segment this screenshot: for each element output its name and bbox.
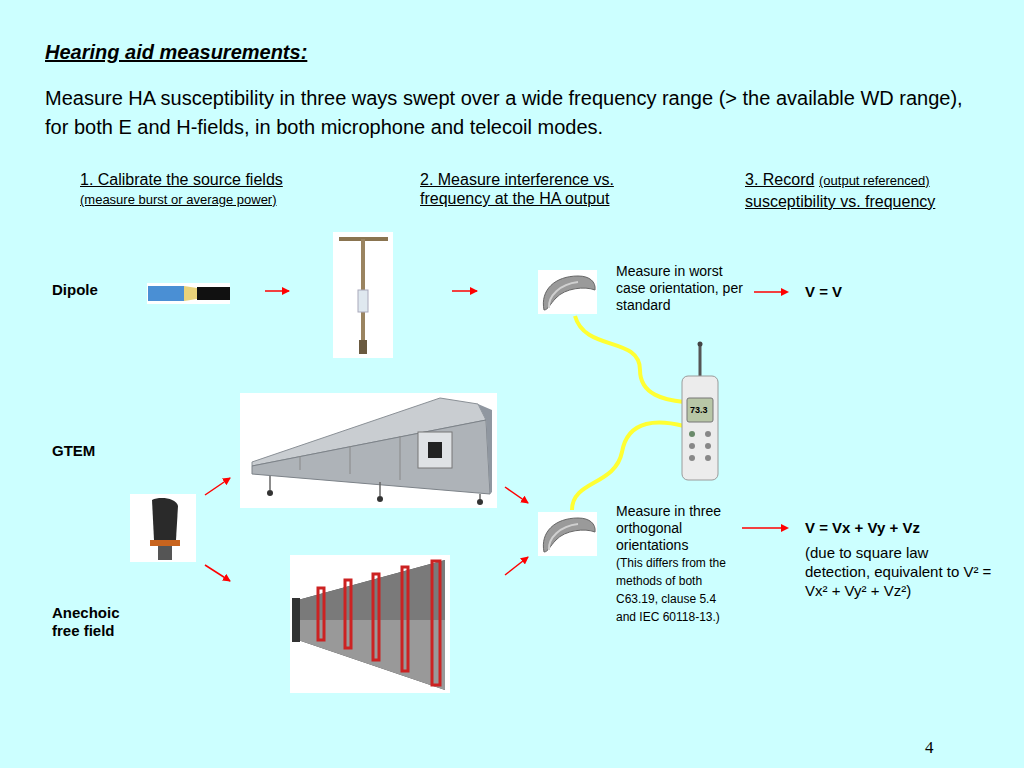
sound-level-meter [682,342,718,481]
audio-cable [572,316,684,510]
step-text: V = Vx + Vy + Vz [805,519,993,537]
gtem-cell [400,436,401,480]
column-note: (measure burst or average power) [80,192,380,208]
anechoic-horn [292,598,300,642]
arrow-head [781,524,789,532]
step-text: V = V [805,283,865,301]
gtem-cell [428,442,442,458]
arrow-head [781,288,789,296]
column-heading: 1. Calibrate the source fields [80,170,380,189]
field-probe [158,546,172,560]
anechoic-horn [432,561,440,685]
gtem-cell [240,393,497,508]
column-note: (output referenced) [819,173,930,189]
gtem-cell [252,420,490,494]
sound-level-meter [687,398,713,422]
result-step: Measure in worst case orientation, per s… [608,261,754,316]
anechoic-horn [290,555,450,693]
field-probe [333,232,393,358]
field-probe [358,290,368,312]
sound-level-meter [689,431,695,437]
row-label: GTEM [52,442,132,460]
sound-level-meter [705,443,711,449]
sound-level-meter [705,455,711,461]
dipole-antenna [147,283,230,304]
hearing-aid [549,282,578,308]
flow-arrow [205,478,230,495]
hearing-aid [538,270,597,314]
page-number: 4 [925,738,934,758]
flow-arrow [265,290,289,292]
anechoic-horn [345,580,351,648]
hearing-aid [538,512,597,556]
field-probe [130,494,196,562]
field-probe [150,540,180,546]
step-note: (This differs from the methods of both C… [616,554,734,626]
flow-arrow [205,291,528,581]
dipole-antenna [197,287,230,300]
gtem-cell [379,482,381,496]
row-label: Dipole [52,281,132,299]
audio-cable [572,423,684,510]
gtem-cell [418,432,452,468]
hearing-aid [549,524,578,550]
anechoic-horn [402,567,408,671]
column-heading: 2. Measure interference vs. frequency at… [420,170,670,208]
gtem-cell [300,456,301,470]
row-label: Anechoic free field [52,604,132,640]
field-probe [333,232,393,358]
gtem-cell [240,393,497,508]
gtem-cell [269,476,271,490]
anechoic-horn [290,555,450,693]
result-step: Measure in three orthogonal orientations… [608,501,742,628]
anechoic-horn [298,560,445,690]
gtem-cell [477,499,483,505]
flow-arrow [505,487,528,503]
dipole-antenna [147,283,230,304]
hearing-aid [543,518,595,552]
gtem-cell [377,496,383,502]
field-probe [359,340,367,354]
meter-display: 73.3 [690,405,708,416]
column-heading: 3. Record [745,170,814,189]
gtem-cell [267,490,273,496]
result-step: V = V [789,281,869,303]
hearing-aid [543,276,595,310]
gtem-cell [478,404,492,494]
field-probe [130,494,196,562]
audio-cable [575,316,684,402]
flow-arrow [754,291,782,293]
slide-title: Hearing aid measurements: [45,40,307,64]
anechoic-horn [373,574,379,660]
flow-arrow [742,527,782,529]
dipole-antenna [184,286,197,301]
sound-level-meter [689,443,695,449]
step-text: Measure in three orthogonal orientations [616,503,734,554]
sound-level-meter [699,344,702,378]
hearing-aid [538,270,597,314]
result-step: V = Vx + Vy + Vz (due to square law detec… [789,517,997,602]
intro-text: Measure HA susceptibility in three ways … [45,84,980,142]
flow-arrow [452,290,477,292]
sound-level-meter [682,376,718,480]
anechoic-horn [318,588,324,640]
step-note: (due to square law detection, equivalent… [805,543,993,600]
dipole-antenna [148,286,184,301]
flow-arrow [205,565,230,581]
sound-level-meter [698,342,703,347]
step-text: Measure in worst case orientation, per s… [616,263,746,314]
column-heading: susceptibility vs. frequency [745,192,1005,211]
field-probe [152,498,178,540]
sound-level-meter [689,455,695,461]
sound-level-meter [705,431,711,437]
hearing-aid [538,512,597,556]
flow-arrow [505,557,528,575]
gtem-cell [350,446,351,474]
